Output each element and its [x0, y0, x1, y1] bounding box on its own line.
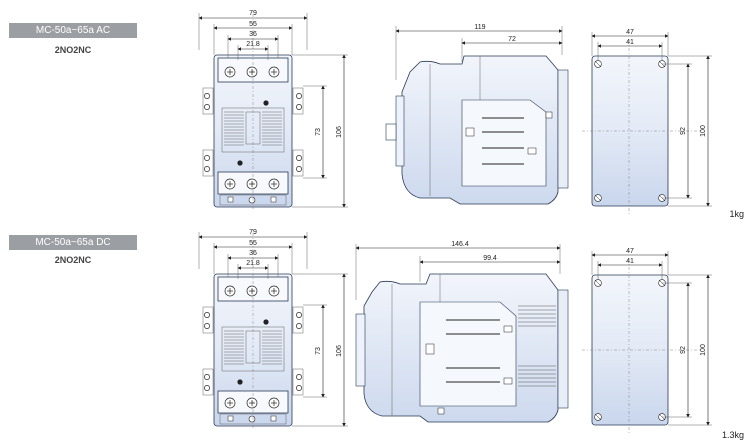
dim-back-height-100-ac: 100: [700, 125, 707, 137]
dim-height-73-ac: 73: [315, 128, 322, 136]
dim-back-height-100-dc: 100: [700, 344, 707, 356]
dim-width-total-dc: 79: [249, 229, 257, 236]
back-view-dc: 47 41 92 100: [582, 248, 712, 433]
dim-depth-total-ac: 119: [474, 24, 485, 31]
dim-depth-72-ac: 72: [508, 36, 516, 43]
model-badge-ac: MC-50a~65a AC: [9, 23, 137, 38]
dim-back-width-41-dc: 41: [626, 258, 634, 265]
front-view-dc: 79 55 36 21.8 73 106: [199, 229, 348, 429]
dim-depth-99-dc: 99.4: [483, 255, 497, 262]
back-view-ac: 47 41 92 100: [582, 29, 712, 214]
dim-height-73-dc: 73: [315, 347, 322, 355]
dim-width-55-ac: 55: [249, 21, 257, 28]
dim-width-21-ac: 21.8: [246, 41, 260, 48]
dim-back-width-41-ac: 41: [626, 39, 634, 46]
dim-height-106-ac: 106: [336, 126, 343, 138]
side-view-ac: 119 72: [385, 24, 569, 205]
dim-width-36-dc: 36: [249, 250, 257, 257]
contact-config-dc: 2NO2NC: [54, 255, 92, 265]
model-badge-dc: MC-50a~65a DC: [9, 235, 137, 250]
dim-back-width-47-ac: 47: [626, 29, 634, 36]
contact-config-ac: 2NO2NC: [54, 45, 92, 55]
dim-width-36-ac: 36: [249, 31, 257, 38]
dim-back-height-92-ac: 92: [680, 127, 687, 135]
dim-height-106-dc: 106: [336, 345, 343, 357]
dim-back-width-47-dc: 47: [626, 248, 634, 255]
front-view-ac: 79 55 36 21.8 73 106: [199, 10, 348, 210]
dim-width-21-dc: 21.8: [246, 260, 260, 267]
dim-depth-total-dc: 146.4: [451, 241, 469, 248]
dim-width-total-ac: 79: [249, 10, 257, 17]
dim-width-55-dc: 55: [249, 240, 257, 247]
dim-back-height-92-dc: 92: [680, 346, 687, 354]
weight-dc: 1.3kg: [721, 430, 744, 440]
side-view-dc: 146.4 99.4: [355, 241, 569, 423]
weight-ac: 1kg: [729, 209, 744, 219]
